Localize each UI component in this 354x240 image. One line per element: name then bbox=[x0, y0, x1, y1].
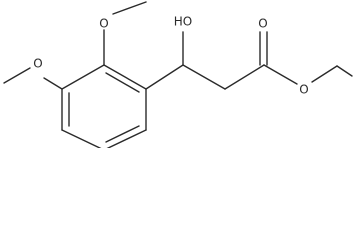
carbonyl-oxygen: O bbox=[258, 17, 267, 31]
molecule-structure-diagram: O O HO O O bbox=[3, 1, 353, 148]
bond-left-o-to-methyl bbox=[3, 67, 31, 84]
bond-carbonyl-to-ester-o bbox=[263, 64, 298, 85]
bond-ring-to-carbinol bbox=[145, 64, 184, 90]
ring-bond-c3-c4 bbox=[106, 129, 147, 148]
ring-bond-c6-c1 bbox=[61, 64, 105, 90]
bond-ethyl-ch2-to-ch3 bbox=[336, 65, 353, 77]
ring-double-bond-c3-c4 bbox=[105, 125, 140, 143]
bond-top-o-to-methyl bbox=[112, 1, 147, 15]
methoxy-left-oxygen: O bbox=[33, 57, 42, 71]
ring-bond-c1-c2 bbox=[103, 64, 147, 90]
ring-bond-c4-c5 bbox=[61, 129, 102, 148]
methoxy-top-oxygen: O bbox=[99, 17, 108, 31]
hydroxyl-group: HO bbox=[174, 15, 192, 29]
bond-methylene-to-carbonyl bbox=[224, 64, 265, 90]
bond-ester-o-to-ethyl-ch2 bbox=[311, 65, 338, 83]
ester-oxygen: O bbox=[299, 83, 308, 97]
bond-carbinol-to-methylene bbox=[182, 64, 226, 90]
bond-ring-to-left-o bbox=[43, 77, 63, 90]
benzene-ring bbox=[61, 64, 147, 148]
ring-double-bond-c1-c2 bbox=[105, 72, 140, 93]
